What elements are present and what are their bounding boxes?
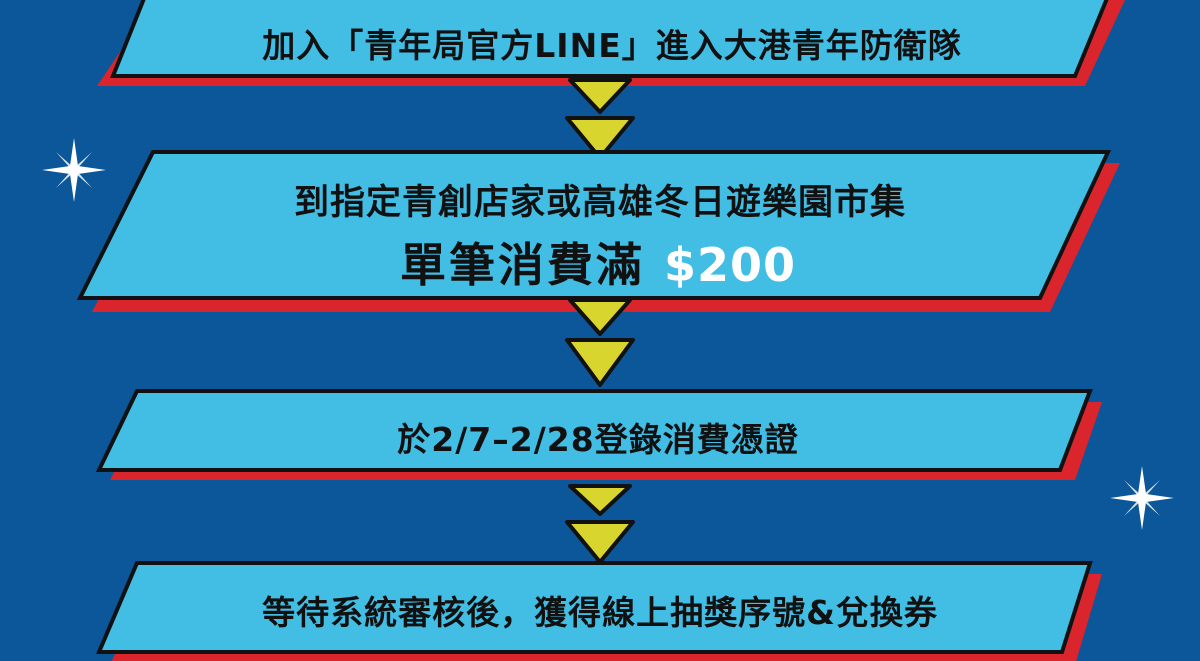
step-arrow-2b [565,338,635,387]
step4-box [95,561,1093,654]
step-arrow-1b [565,116,635,160]
step4-text: 等待系統審核後，獲得線上抽獎序號&兌換券 [262,593,938,632]
step-arrow-3b [565,520,635,564]
step2-amount-prefix: 單筆消費滿 [399,238,664,292]
step-arrow-1 [568,78,632,114]
step2-box [76,150,1112,300]
step1-text: 加入「青年局官方LINE」進入大港青年防衛隊 [262,26,962,65]
step-arrow-2 [568,298,632,336]
sparkle-icon [42,138,106,202]
step-arrow-3 [568,484,632,516]
step2-text-line2: 單筆消費滿 $200 [400,229,796,295]
step2-amount: $200 [663,238,797,292]
step1-box [110,0,1109,78]
sparkle-icon [1110,466,1174,530]
step3-box [95,389,1093,472]
step2-text-line1: 到指定青創店家或高雄冬日遊樂園市集 [293,183,907,223]
step3-text: 於2/7–2/28登錄消費憑證 [397,420,799,459]
